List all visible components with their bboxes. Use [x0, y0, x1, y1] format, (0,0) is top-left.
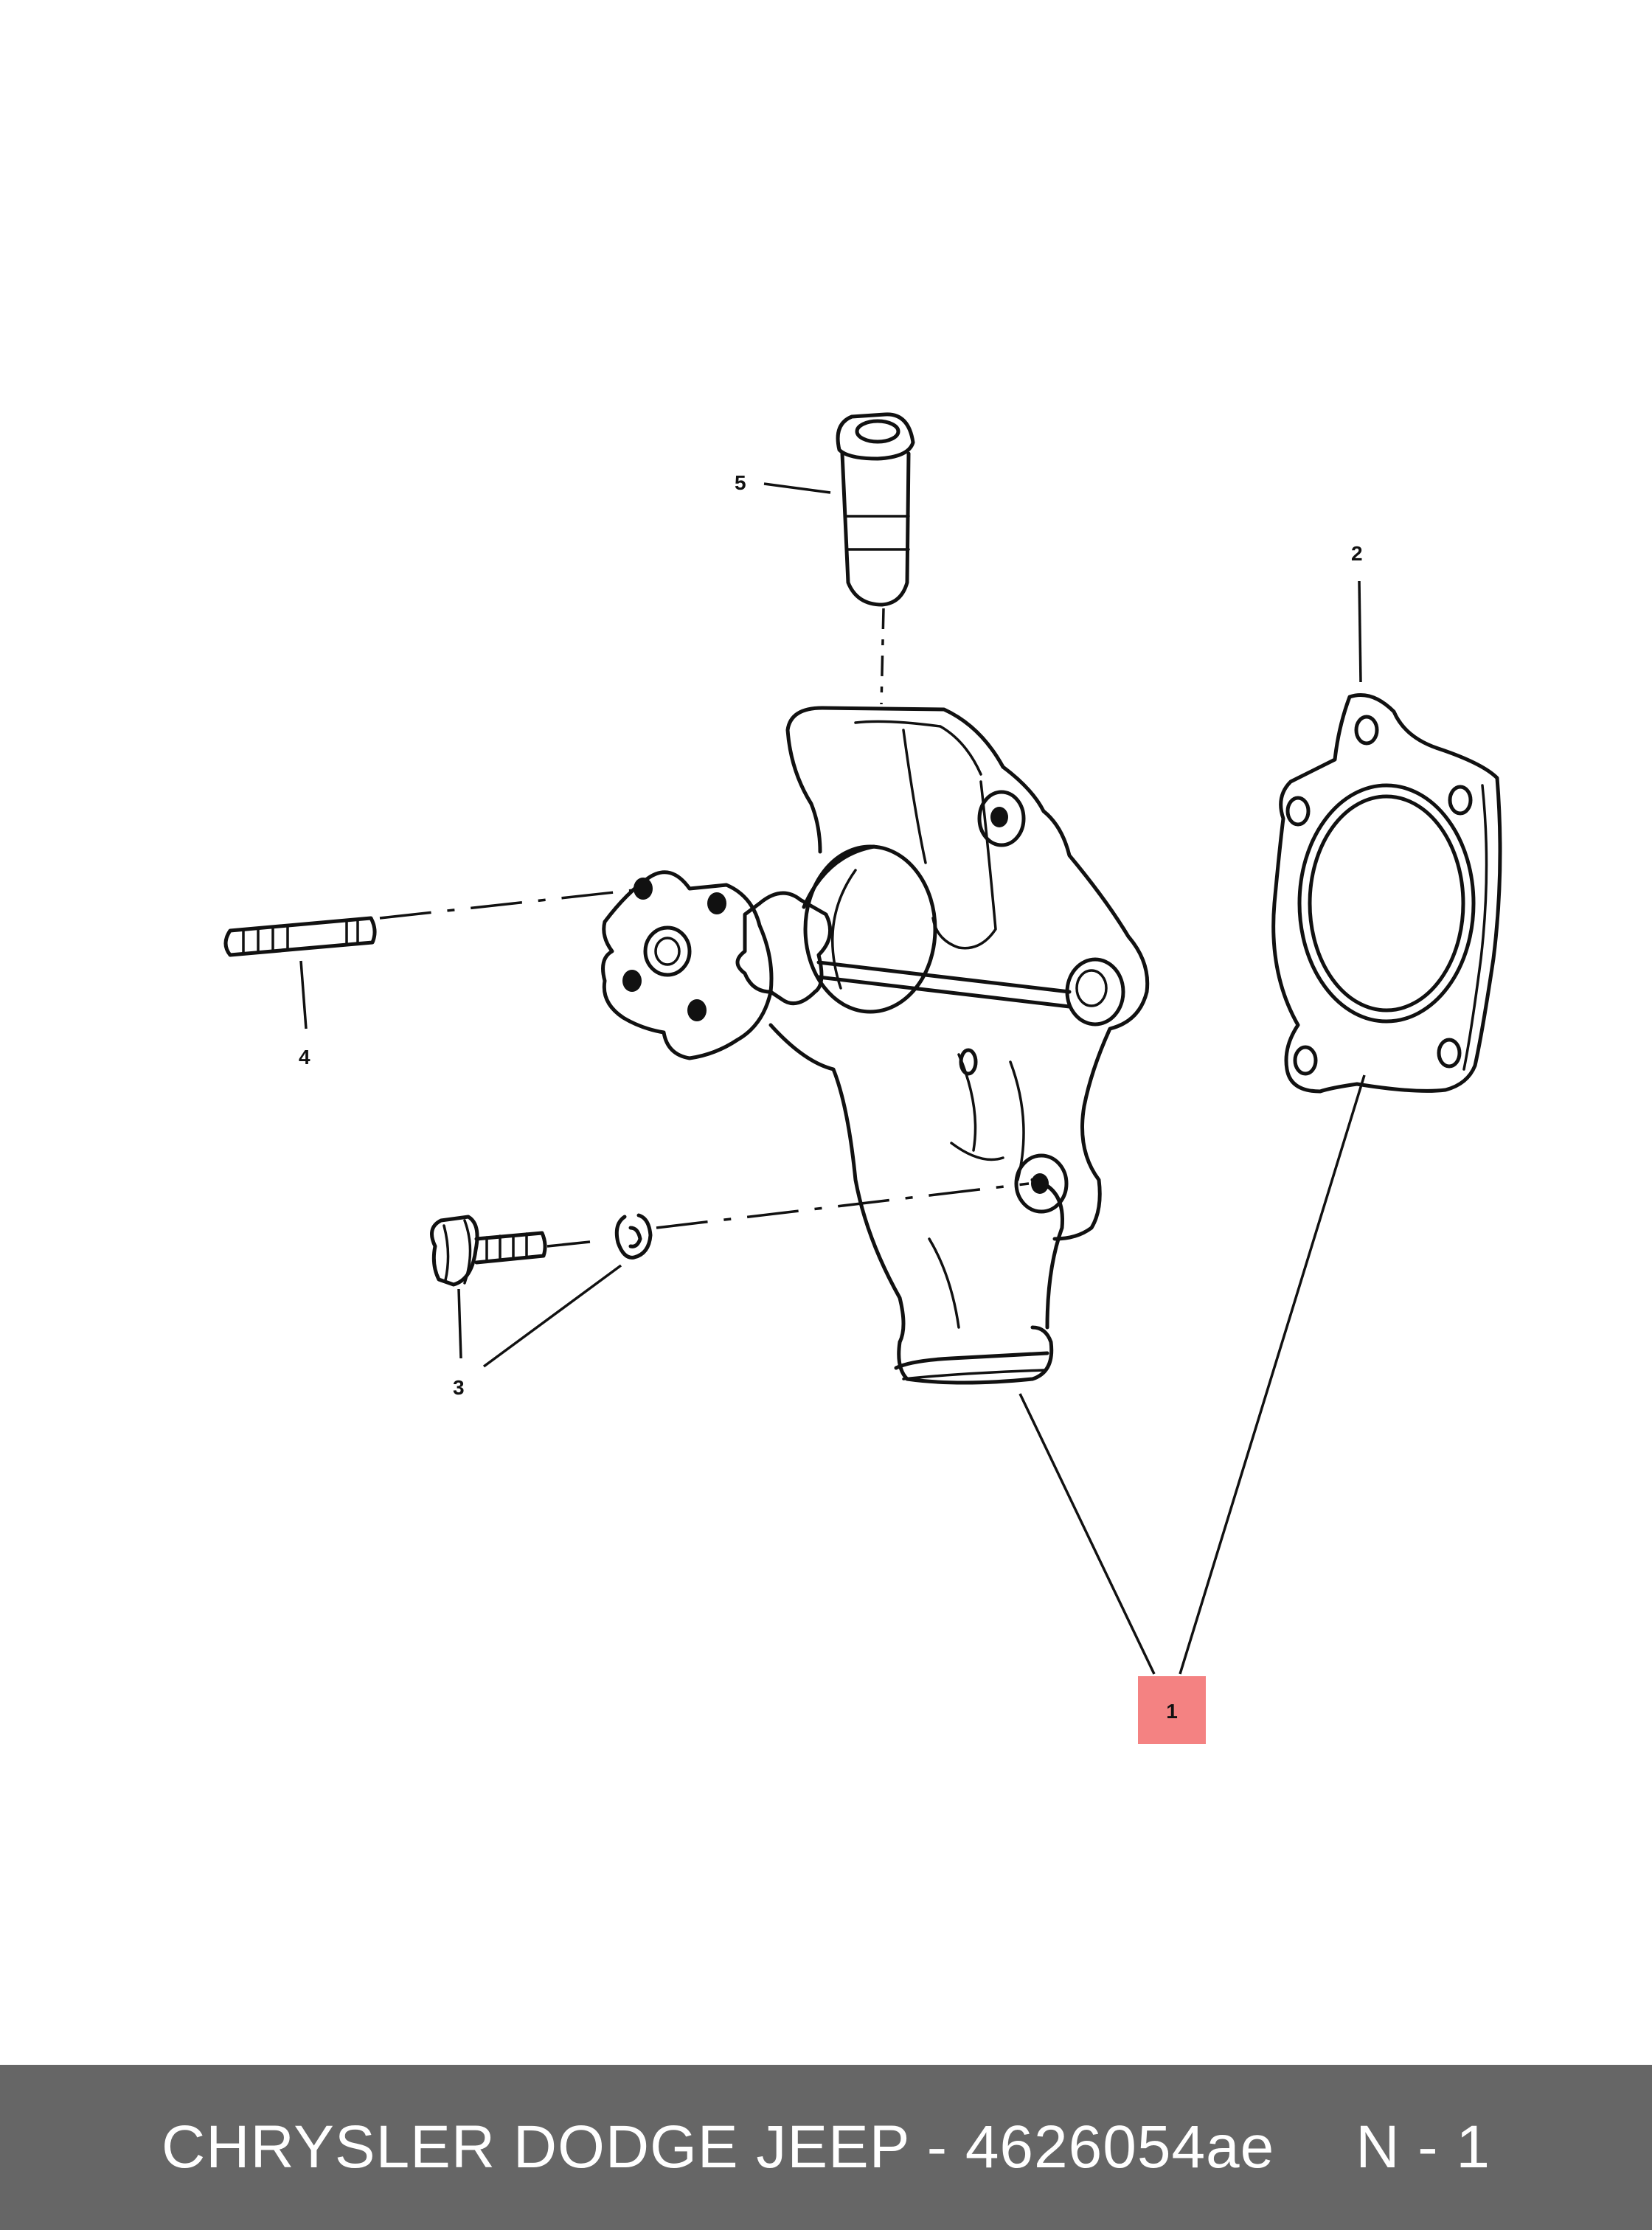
exploded-parts-diagram: 5: [223, 412, 1502, 1744]
footer-reference: N - 1: [1356, 2113, 1490, 2181]
footer-part-number: CHRYSLER DODGE JEEP - 4626054ae: [162, 2113, 1275, 2181]
part-2-gasket[interactable]: [1271, 693, 1502, 1094]
part-5-dowel-pin[interactable]: [836, 412, 915, 607]
part-5-centerline: [880, 608, 885, 705]
callout-5[interactable]: 5: [735, 471, 746, 494]
callout-3[interactable]: 3: [453, 1376, 465, 1399]
leader-3a: [457, 1288, 462, 1359]
leader-5: [763, 482, 831, 494]
part-3-centerline-a: [546, 1240, 591, 1248]
leader-4: [299, 960, 308, 1029]
callout-2[interactable]: 2: [1351, 542, 1363, 565]
footer-bar: CHRYSLER DODGE JEEP - 4626054ae N - 1: [0, 2065, 1652, 2230]
part-4-stud[interactable]: [223, 916, 377, 957]
callout-1[interactable]: 1: [1166, 1700, 1178, 1723]
part-4-centerline: [379, 889, 635, 920]
part-3-centerline-b: [656, 1182, 1030, 1229]
part-1-water-pump[interactable]: [601, 706, 1150, 1385]
leader-3b: [482, 1264, 622, 1368]
leader-1b: [1179, 1074, 1366, 1675]
callout-1-highlight: [1138, 1676, 1206, 1744]
part-3-bolt-and-washer[interactable]: [430, 1213, 653, 1287]
callout-4[interactable]: 4: [299, 1046, 310, 1069]
leader-2: [1358, 580, 1362, 683]
leader-1a: [1018, 1393, 1156, 1675]
